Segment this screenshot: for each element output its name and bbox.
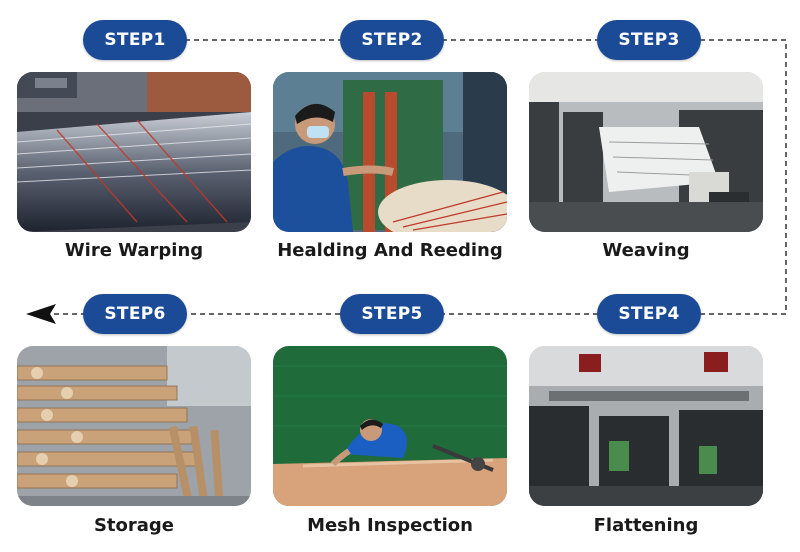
arrow-head-icon — [26, 304, 56, 324]
step4-badge: STEP4 — [597, 294, 701, 334]
step3-caption: Weaving — [602, 240, 690, 261]
flattening-factory-photo — [529, 346, 763, 506]
weaving-looms-photo — [529, 72, 763, 232]
step1-badge: STEP1 — [83, 20, 187, 60]
step5-badge: STEP5 — [340, 294, 444, 334]
step6-caption: Storage — [93, 515, 175, 536]
storage-rolls-photo — [17, 346, 251, 506]
step2-caption: Healding And Reeding — [277, 240, 503, 261]
step3-badge: STEP3 — [597, 20, 701, 60]
step6-badge: STEP6 — [83, 294, 187, 334]
step5-caption: Mesh Inspection — [307, 515, 473, 536]
healding-reeding-photo — [273, 72, 507, 232]
step4-caption: Flattening — [593, 515, 699, 536]
step2-badge: STEP2 — [340, 20, 444, 60]
wire-warping-photo — [17, 72, 251, 232]
step1-caption: Wire Warping — [64, 240, 204, 261]
mesh-inspection-photo — [273, 346, 507, 506]
